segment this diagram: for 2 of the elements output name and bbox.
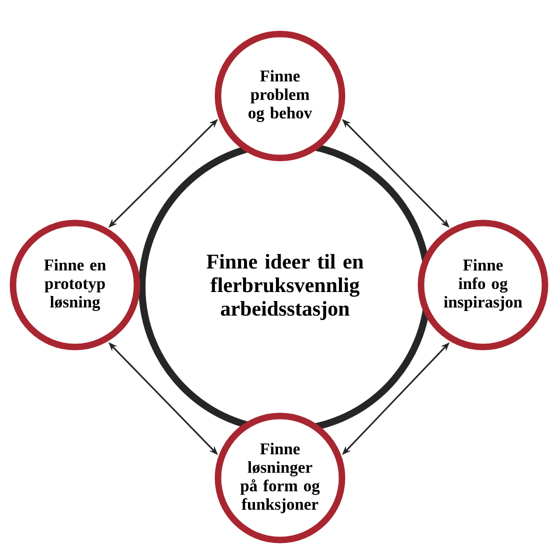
node-label: Finne løsninger på form og funksjoner xyxy=(240,442,320,514)
node-label: Finne info og inspirasjon xyxy=(444,259,522,311)
